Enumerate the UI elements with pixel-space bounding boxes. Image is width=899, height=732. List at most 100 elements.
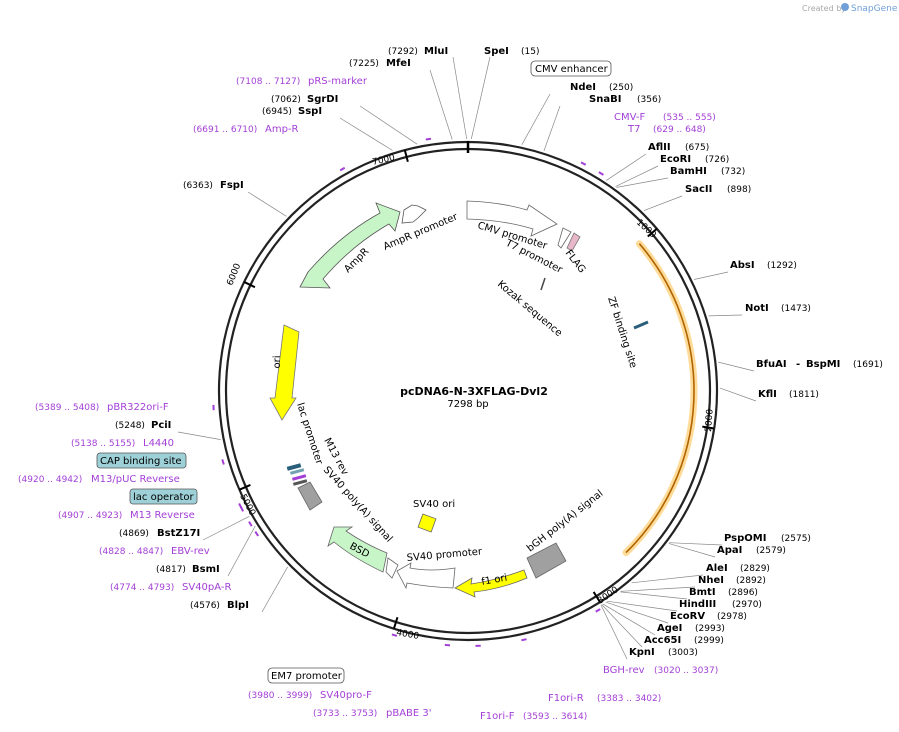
- site-pos: (732): [721, 167, 745, 177]
- cap-site-mark: [286, 463, 302, 471]
- site-name-dash: -: [796, 359, 800, 370]
- lac-promoter-label: lac promoter: [294, 402, 325, 467]
- site-pos: (2575): [781, 534, 811, 544]
- site-leader-line: [615, 165, 659, 187]
- bgh-polya-label: bGH poly(A) signal: [525, 488, 605, 554]
- tick-mark: [702, 425, 715, 430]
- site-pos: (2579): [756, 546, 786, 556]
- tick-label-7000: 7000: [371, 153, 396, 168]
- primer-mark: [221, 459, 225, 465]
- site-leader-line: [247, 191, 287, 217]
- site-name: MfeI: [386, 58, 411, 69]
- plasmid-size: 7298 bp: [447, 399, 488, 410]
- primer-mark: [248, 521, 253, 527]
- site-pos: (6363): [183, 181, 213, 191]
- site-name: BfuAI: [756, 359, 787, 370]
- site-pos: (356): [637, 95, 661, 105]
- em7-promoter-label: EM7 promoter: [271, 671, 343, 682]
- primer-name: F1ori-R: [548, 693, 584, 704]
- primer-marks: [212, 137, 604, 647]
- sv40-polya-label: SV40 poly(A) signal: [321, 465, 395, 545]
- site-name: BlpI: [227, 600, 249, 611]
- site-pos: (1691): [853, 360, 883, 370]
- primer-range: (3383 .. 3402): [597, 694, 661, 704]
- site-name: AgeI: [657, 623, 682, 634]
- em7-promoter-arrow: [385, 557, 399, 579]
- site-name: BsmI: [192, 564, 220, 575]
- site-pos: (7062): [271, 95, 301, 105]
- site-pos: (898): [727, 185, 751, 195]
- ori-feature: ori: [269, 324, 300, 421]
- ampr-promoter-arrow: [401, 204, 427, 224]
- site-name: FspI: [220, 180, 244, 191]
- sv40-promoter-label: SV40 promoter: [406, 546, 483, 564]
- site-leader-line: [669, 542, 723, 546]
- primer-name: T7: [627, 124, 640, 135]
- site-pos: (4869): [119, 529, 149, 539]
- primer-range: (4907 .. 4923): [58, 511, 122, 521]
- site-leader-line: [605, 601, 669, 624]
- site-leader-line: [202, 515, 250, 541]
- site-pos: (2829): [740, 564, 770, 574]
- site-leader-line: [470, 56, 491, 140]
- site-name: SacII: [685, 184, 712, 195]
- site-name: PspOMI: [724, 533, 766, 544]
- site-pos: (7292): [388, 47, 418, 57]
- site-leader-line: [227, 525, 256, 577]
- primer-mark: [391, 633, 398, 637]
- primer-name: CMV-F: [614, 112, 645, 123]
- site-name: SspI: [298, 106, 322, 117]
- site-name: ApaI: [717, 545, 742, 556]
- sv40-ori-label: SV40 ori: [413, 499, 455, 510]
- site-leader-line: [600, 604, 628, 660]
- site-leader-line: [543, 105, 561, 151]
- primer-mark: [444, 643, 451, 647]
- site-name: SnaBI: [589, 94, 621, 105]
- primer-mark: [239, 506, 244, 512]
- site-pos: (675): [685, 143, 709, 153]
- site-pos: (2999): [694, 636, 724, 646]
- credit-brand: SnapGene: [851, 4, 898, 14]
- site-leader-line: [601, 604, 643, 648]
- primer-name: pRS-marker: [308, 76, 368, 87]
- primer-name: L4440: [143, 438, 174, 449]
- m13-rev-mark: [291, 474, 307, 481]
- site-leader-line: [719, 387, 757, 402]
- site-leader-line: [606, 153, 647, 181]
- site-leader-line: [668, 543, 716, 558]
- primer-mark: [521, 638, 527, 642]
- site-leader-line: [429, 69, 453, 140]
- snapgene-credit: Created by SnapGene: [802, 3, 898, 14]
- site-leader-line: [359, 105, 418, 145]
- lac-operator-box: lac operator: [129, 488, 198, 505]
- f1-ori-feature: f1 ori: [454, 569, 528, 598]
- zf-binding-feature: ZF binding site: [605, 296, 649, 370]
- tick-label-6000: 6000: [226, 262, 244, 287]
- primer-mark: [595, 608, 601, 613]
- site-leader-line: [643, 195, 683, 211]
- site-leader-line: [602, 603, 656, 636]
- lac-promoter-mark: [292, 479, 308, 486]
- tick-label-2000: 2000: [704, 408, 716, 432]
- primer-range: (3020 .. 3037): [654, 666, 718, 676]
- site-pos: (1292): [767, 261, 797, 271]
- site-leader-line: [177, 431, 221, 440]
- site-pos: (7225): [349, 59, 379, 69]
- site-name: BamHI: [670, 166, 707, 177]
- tick-mark: [403, 149, 409, 163]
- site-name: BmtI: [689, 587, 716, 598]
- site-name: BstZ17I: [157, 528, 200, 539]
- cap-binding-label: CAP binding site: [100, 456, 182, 467]
- site-pos: (1473): [781, 304, 811, 314]
- site-name: Acc65I: [644, 635, 681, 646]
- site-pos: (15): [521, 47, 539, 57]
- bgh-polya-feature: bGH poly(A) signal: [525, 488, 605, 579]
- site-leader-line: [607, 600, 678, 612]
- primer-mark: [425, 137, 432, 141]
- primer-mark: [580, 161, 587, 166]
- site-pos: (6945): [262, 107, 292, 117]
- sv40-ori-feature: SV40 ori: [413, 499, 455, 533]
- site-pos: (2892): [736, 576, 766, 586]
- primer-mark: [339, 166, 346, 172]
